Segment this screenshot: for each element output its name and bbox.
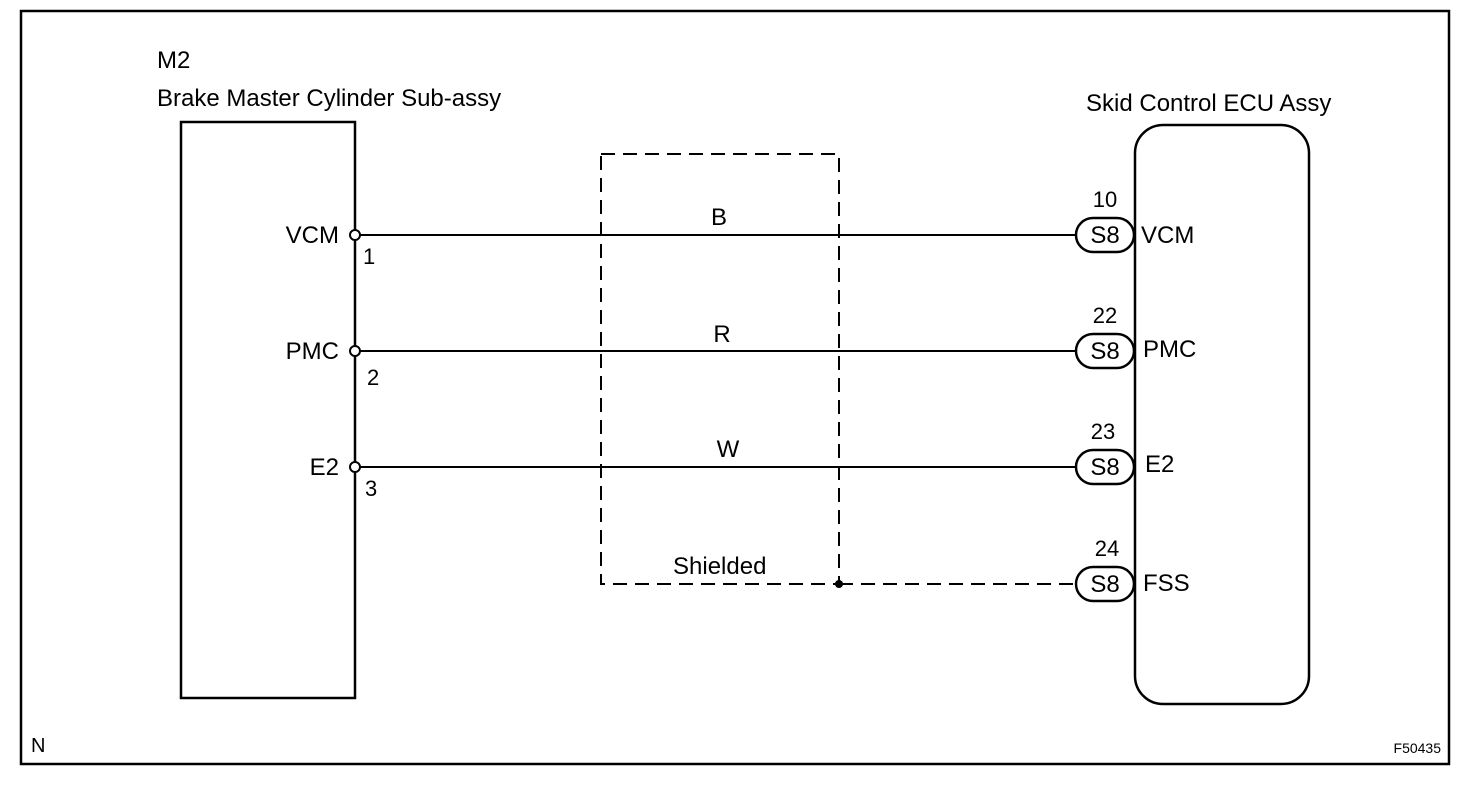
left-pin-label-pmc: PMC xyxy=(286,338,339,365)
right-component-name: Skid Control ECU Assy xyxy=(1086,90,1331,117)
connector-code: S8 xyxy=(1090,454,1119,481)
brake-master-cylinder-box xyxy=(179,120,357,700)
left-component-name: Brake Master Cylinder Sub-assy xyxy=(157,85,501,112)
ecu-pin-10: S8 10 VCM xyxy=(1074,187,1194,254)
left-pin-label-e2: E2 xyxy=(310,454,339,481)
wire-color-r: R xyxy=(713,321,730,348)
ecu-pin-label: PMC xyxy=(1143,336,1196,363)
ecu-pin-label: VCM xyxy=(1141,222,1194,249)
connector-code: S8 xyxy=(1090,571,1119,598)
connector-code: S8 xyxy=(1090,222,1119,249)
figure-id: F50435 xyxy=(1394,740,1442,756)
footer-left-mark: N xyxy=(31,735,45,757)
ecu-pin-23: S8 23 E2 xyxy=(1074,419,1174,486)
left-pin-number-1: 1 xyxy=(363,244,375,269)
left-component-code: M2 xyxy=(157,47,190,74)
wire-color-b: B xyxy=(711,204,727,231)
left-pin-number-3: 3 xyxy=(365,476,377,501)
shield-label: Shielded xyxy=(673,553,766,580)
diagram-border xyxy=(19,9,1451,766)
skid-control-ecu-box xyxy=(1133,123,1311,706)
ecu-pin-label: FSS xyxy=(1143,570,1190,597)
ecu-pin-22: S8 22 PMC xyxy=(1074,303,1196,370)
connector-pill xyxy=(1074,448,1136,486)
ecu-pin-number: 24 xyxy=(1095,536,1119,561)
ecu-pin-number: 22 xyxy=(1093,303,1117,328)
connector-pill xyxy=(1074,216,1136,254)
left-pin-label-vcm: VCM xyxy=(286,222,339,249)
ecu-pin-number: 23 xyxy=(1091,419,1115,444)
shield-dashed-box xyxy=(600,153,840,585)
left-pin-number-2: 2 xyxy=(367,365,379,390)
wire-color-w: W xyxy=(717,436,740,463)
pin-terminal-3 xyxy=(349,461,361,473)
pin-terminal-2 xyxy=(349,345,361,357)
connector-pill xyxy=(1074,332,1136,370)
connector-code: S8 xyxy=(1090,338,1119,365)
ecu-pin-label: E2 xyxy=(1145,451,1174,478)
connector-pill xyxy=(1074,565,1136,603)
shield-junction-dot xyxy=(835,580,843,588)
ecu-pin-number: 10 xyxy=(1093,187,1117,212)
pin-terminal-1 xyxy=(349,229,361,241)
ecu-pin-24: S8 24 FSS xyxy=(1074,536,1190,603)
